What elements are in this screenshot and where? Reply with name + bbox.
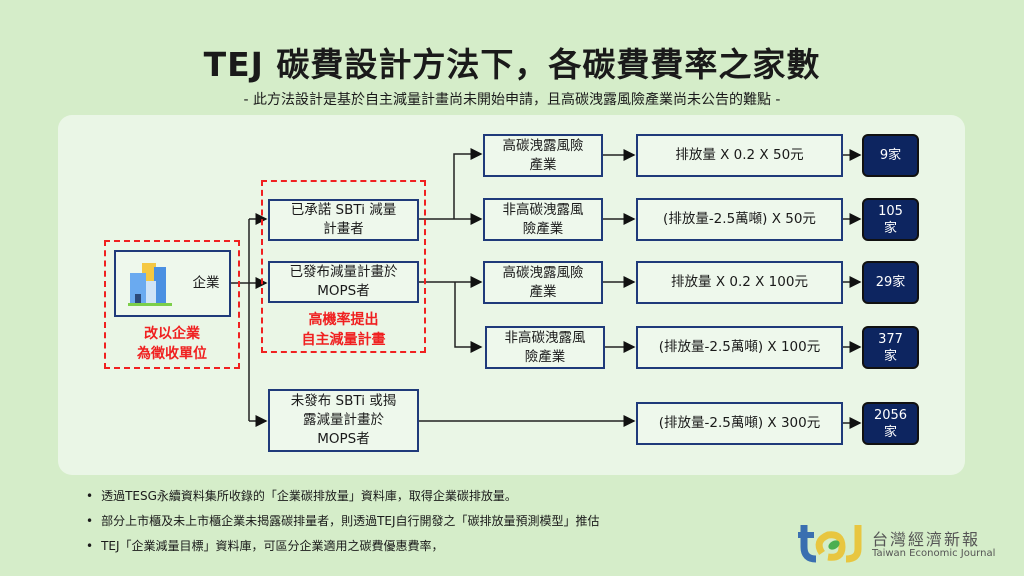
buildings-icon: [127, 262, 172, 306]
category-line2: 產業: [529, 156, 557, 173]
bullet-item: 透過TESG永續資料集所收錄的「企業碳排放量」資料庫，取得企業碳排放量。: [86, 487, 517, 504]
category-line1: 非高碳洩露風: [502, 201, 584, 218]
category-line2: 險產業: [524, 348, 566, 365]
company-note-line1: 改以企業: [144, 326, 200, 342]
count-value: 377: [878, 331, 903, 347]
company-box: 企業: [114, 250, 231, 317]
count-box: 29家: [862, 261, 919, 304]
count-value: 2056: [873, 407, 908, 423]
category-line1: 高碳洩露風險: [502, 137, 584, 154]
category-box: 非高碳洩露風險產業: [485, 326, 605, 369]
plan-note-line2: 自主減量計畫: [301, 332, 386, 348]
logo-name-zh: 台灣經濟新報: [872, 530, 981, 549]
unpublished-box: 未發布 SBTi 或揭露減量計畫於 MOPS者: [268, 389, 419, 452]
page-title: TEJ 碳費設計方法下，各碳費費率之家數: [203, 45, 821, 84]
sbti-committed-box: 已承諾 SBTi 減量計畫者: [268, 199, 419, 241]
page-subtitle: - 此方法設計是基於自主減量計畫尚未開始申請，且高碳洩露風險產業尚未公告的難點 …: [243, 92, 781, 108]
count-unit: 家: [883, 220, 897, 236]
category-box: 高碳洩露風險產業: [483, 261, 603, 304]
company-note-line2: 為徵收單位: [137, 346, 207, 362]
formula-box: (排放量-2.5萬噸) X 100元: [636, 326, 843, 369]
count-box: 9家: [862, 134, 919, 177]
plan-note: 高機率提出 自主減量計畫: [261, 310, 426, 350]
company-label: 企業: [192, 275, 220, 291]
category-line2: 險產業: [522, 220, 564, 237]
tej-logo-mark-icon: [798, 525, 862, 563]
mops-line1: 已發布減量計畫於: [289, 264, 398, 280]
company-dashed-group: [104, 240, 240, 369]
bullet-item: TEJ「企業減量目標」資料庫，可區分企業適用之碳費優惠費率，: [86, 537, 443, 554]
bullet-item: 部分上市櫃及未上市櫃企業未揭露碳排量者，則透過TEJ自行開發之「碳排放量預測模型…: [86, 512, 599, 529]
plan-dashed-group: [261, 180, 426, 353]
category-box: 非高碳洩露風險產業: [483, 198, 603, 241]
formula-box: 排放量 X 0.2 X 100元: [636, 261, 843, 304]
category-line2: 產業: [529, 283, 557, 300]
count-value: 105: [878, 203, 903, 219]
logo-name-en: Taiwan Economic Journal: [872, 548, 996, 559]
formula-box: (排放量-2.5萬噸) X 300元: [636, 402, 843, 445]
plan-note-line1: 高機率提出: [308, 312, 379, 328]
mops-published-box: 已發布減量計畫於 MOPS者: [268, 261, 419, 303]
none-line2: 露減量計畫於: [303, 412, 384, 428]
none-line1: 未發布 SBTi 或揭: [290, 393, 397, 409]
none-line3: MOPS者: [317, 431, 370, 447]
count-value: 29家: [875, 275, 906, 290]
count-value: 9家: [879, 148, 902, 163]
tej-logo: [798, 523, 870, 567]
count-unit: 家: [883, 424, 897, 440]
count-unit: 家: [883, 348, 897, 364]
formula-box: (排放量-2.5萬噸) X 50元: [636, 198, 843, 241]
category-box: 高碳洩露風險產業: [483, 134, 603, 177]
formula-box: 排放量 X 0.2 X 50元: [636, 134, 843, 177]
sbti-line2: 計畫者: [323, 221, 364, 237]
category-line1: 高碳洩露風險: [502, 264, 584, 281]
sbti-line1: 已承諾 SBTi 減量: [290, 202, 397, 218]
mops-line2: MOPS者: [317, 283, 370, 299]
category-line1: 非高碳洩露風: [504, 329, 586, 346]
company-note: 改以企業 為徵收單位: [104, 324, 240, 364]
